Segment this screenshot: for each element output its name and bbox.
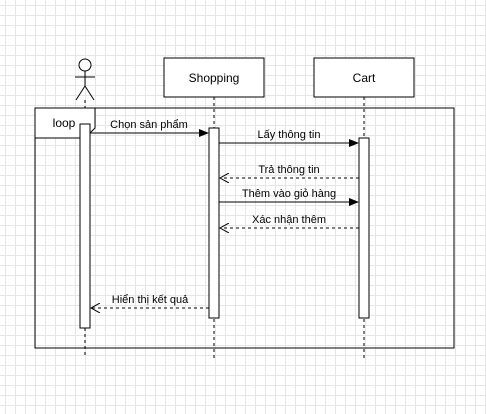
activation-user bbox=[79, 123, 91, 329]
actor-right-leg bbox=[84, 85, 95, 101]
message-label: Xác nhận thêm bbox=[252, 214, 326, 226]
activation-shopping bbox=[208, 127, 220, 319]
message-xac-nhan-them[interactable]: Xác nhận thêm bbox=[220, 214, 359, 228]
message-tra-thong-tin[interactable]: Trả thông tin bbox=[220, 164, 359, 178]
activation-cart bbox=[358, 137, 370, 319]
message-them-vao-gio-hang[interactable]: Thêm vào giỏ hàng bbox=[219, 188, 359, 206]
message-label: Lấy thông tin bbox=[258, 129, 321, 141]
loop-operator-label: loop bbox=[53, 116, 76, 130]
participant-cart[interactable]: Cart bbox=[313, 57, 415, 98]
actor-left-leg bbox=[75, 85, 86, 101]
message-hien-thi-ket-qua[interactable]: Hiển thị kết quả bbox=[91, 294, 209, 308]
message-label: Trả thông tin bbox=[258, 164, 319, 176]
participant-cart-box bbox=[313, 57, 415, 98]
participant-cart-label: Cart bbox=[353, 71, 376, 85]
loop-frame bbox=[34, 107, 455, 349]
participant-shopping-box bbox=[163, 57, 265, 98]
message-label: Thêm vào giỏ hàng bbox=[242, 188, 336, 200]
actor-head bbox=[78, 58, 92, 72]
message-lay-thong-tin[interactable]: Lấy thông tin bbox=[219, 129, 359, 147]
participant-shopping[interactable]: Shopping bbox=[163, 57, 265, 98]
message-label: Hiển thị kết quả bbox=[112, 294, 189, 306]
message-chon-san-pham[interactable]: Chọn sản phẩm bbox=[90, 119, 209, 137]
message-label: Chọn sản phẩm bbox=[110, 119, 188, 131]
actor-user[interactable] bbox=[75, 58, 95, 101]
participant-shopping-label: Shopping bbox=[189, 71, 240, 85]
